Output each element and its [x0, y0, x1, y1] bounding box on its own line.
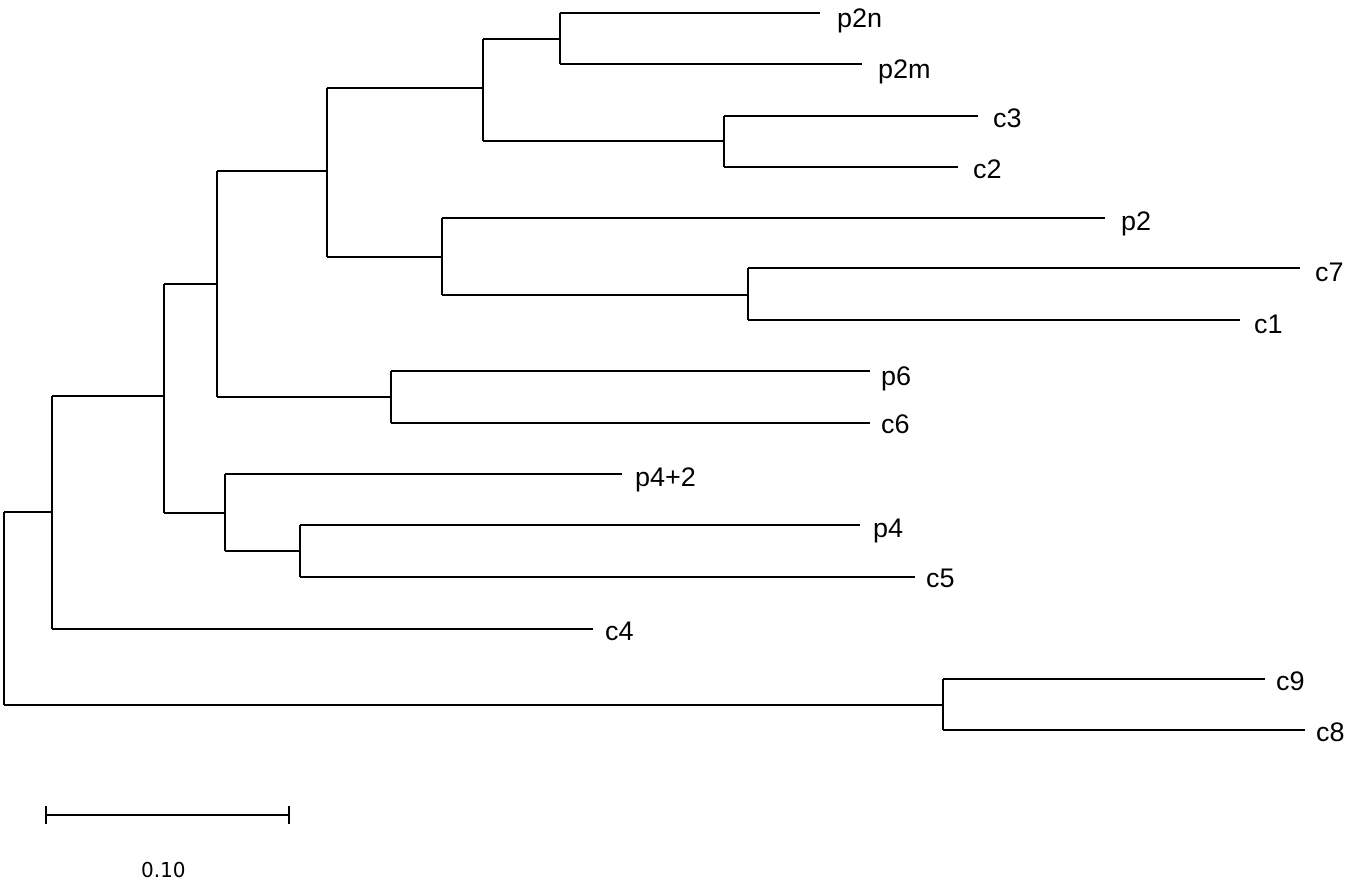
leaf-label-c9: c9 [1276, 666, 1305, 696]
tree-branches [3, 12, 1305, 731]
scale-bar-label: 0.10 [141, 858, 186, 882]
leaf-label-p4: p4 [873, 513, 903, 543]
leaf-label-c3: c3 [993, 103, 1022, 133]
leaf-label-c8: c8 [1316, 717, 1345, 747]
leaf-labels: p2n p2m c3 c2 p2 c7 c1 p6 c6 p4+2 p4 c5 … [605, 3, 1345, 747]
leaf-label-c6: c6 [881, 409, 910, 439]
leaf-label-c5: c5 [926, 563, 955, 593]
leaf-label-c1: c1 [1254, 309, 1283, 339]
leaf-label-p6: p6 [881, 361, 911, 391]
leaf-label-p4plus2: p4+2 [635, 462, 696, 492]
scale-bar: 0.10 [45, 806, 290, 882]
leaf-label-p2m: p2m [878, 54, 931, 84]
leaf-label-p2n: p2n [837, 3, 882, 33]
leaf-label-c2: c2 [973, 154, 1002, 184]
leaf-label-c4: c4 [605, 616, 634, 646]
leaf-label-p2: p2 [1121, 206, 1151, 236]
leaf-label-c7: c7 [1315, 257, 1344, 287]
